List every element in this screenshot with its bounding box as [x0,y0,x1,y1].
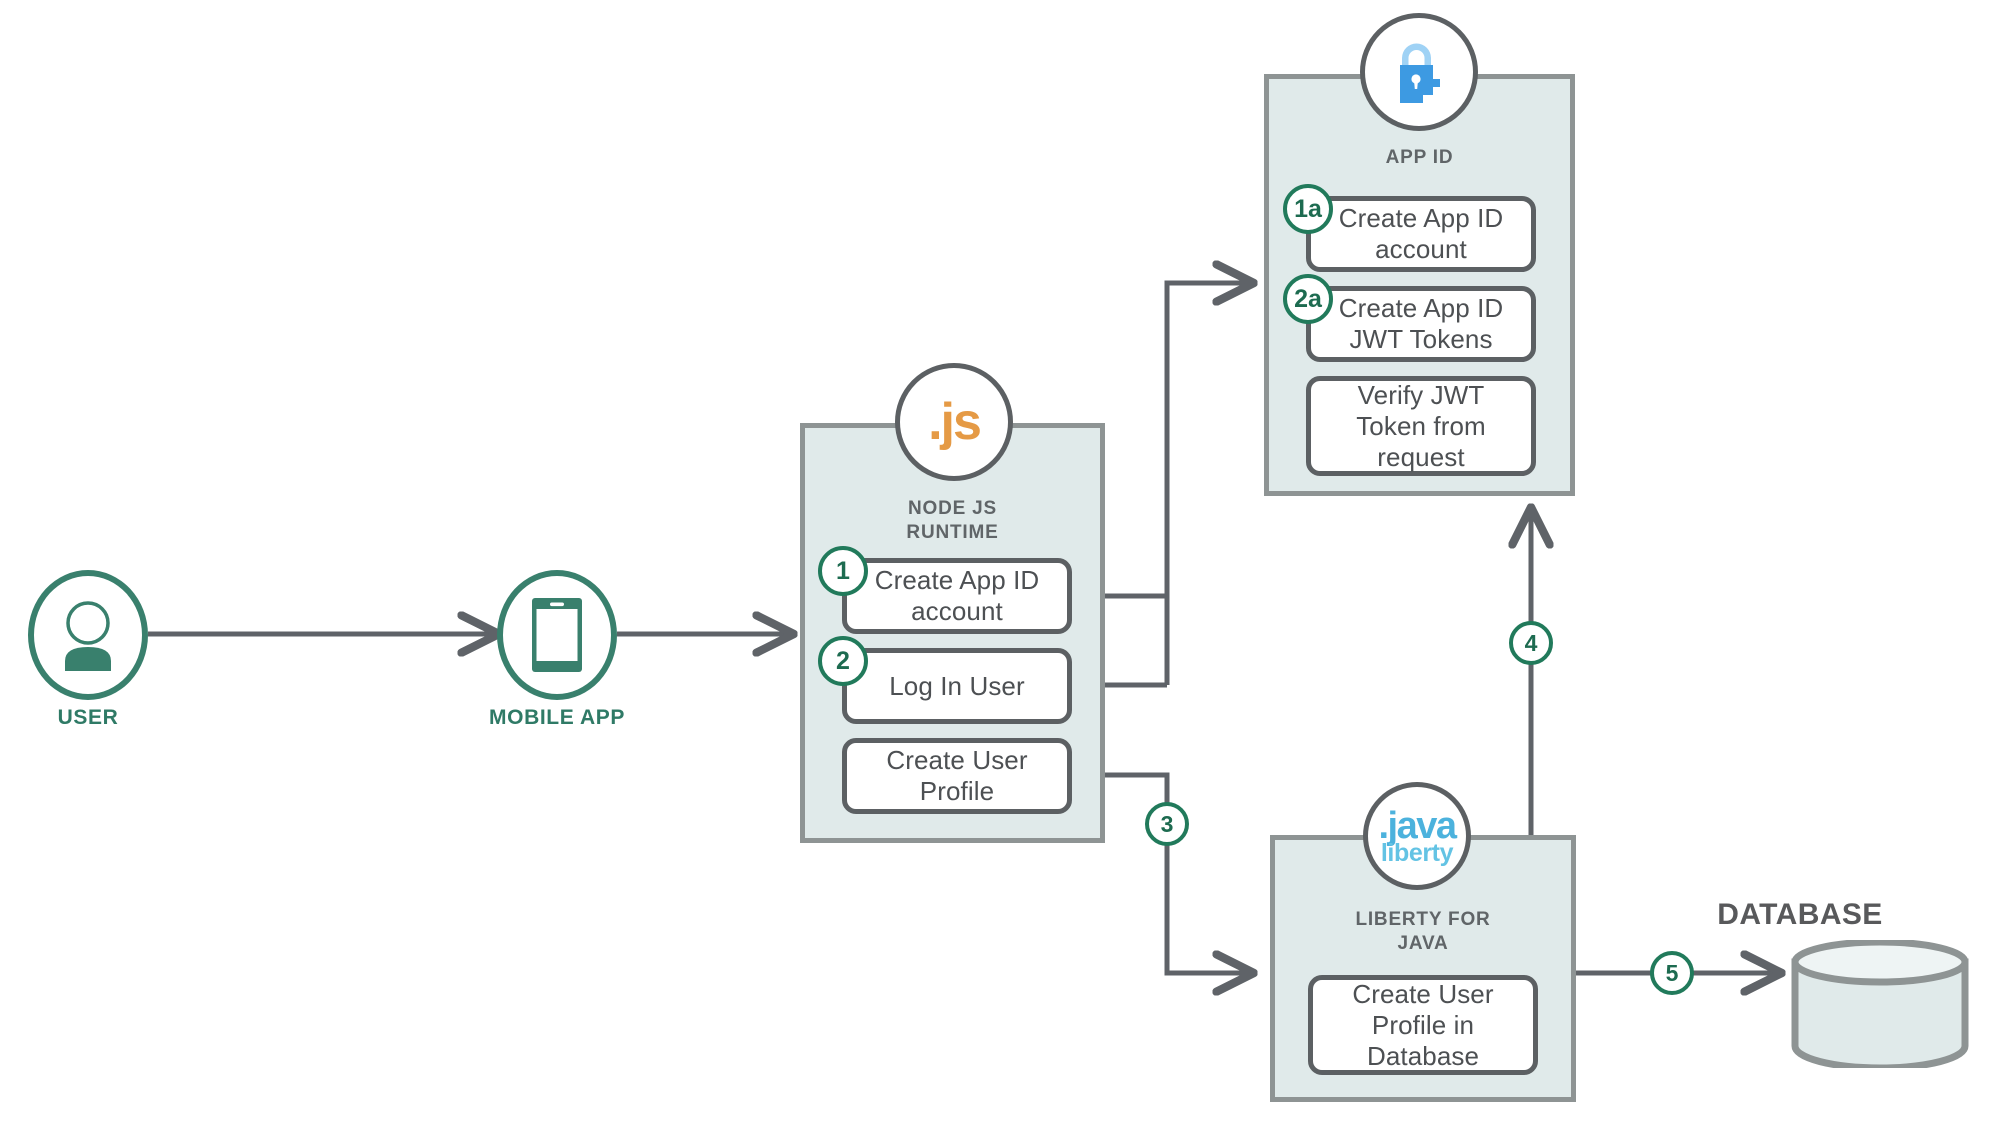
task-label-line2: Profile in [1371,1009,1475,1040]
badge-step-4: 4 [1509,621,1553,665]
badge-step-2: 2 [818,636,868,686]
actor-mobile-app-label: MOBILE APP [489,706,625,729]
task-label: Create App ID account [1339,203,1504,265]
task-label-line2: Token from [1356,410,1486,441]
panel-liberty-for-java-title: LIBERTY FOR JAVA [1270,908,1576,956]
badge-step-3: 3 [1145,802,1189,846]
panel-app-id-title: APP ID [1264,146,1575,170]
task-label-line1: Create App ID [874,565,1040,595]
badge-step-2a: 2a [1283,274,1333,324]
database-cylinder[interactable] [1790,938,1970,1072]
task-label-line3: Database [1366,1040,1480,1071]
actor-mobile-app[interactable] [497,570,617,700]
badge-step-1: 1 [818,546,868,596]
actor-user-label: USER [57,706,119,729]
task-label-line2: JWT Tokens [1349,324,1493,354]
task-label-line2: Profile [919,776,995,806]
wire-node-task3-to-liberty [1072,772,1252,973]
panel-title-line1: APP ID [1385,147,1454,168]
task-label-line1: Create User [886,745,1028,775]
task-label-line1: Create App ID [1338,203,1504,233]
database-label: DATABASE [1717,898,1883,931]
task-label-line1: Create App ID [1338,293,1504,323]
task-node-create-app-id-account[interactable]: Create App ID account [842,558,1072,634]
task-label: Create App ID account [875,565,1040,627]
actor-user[interactable] [28,570,148,700]
badge-step-5: 5 [1650,951,1694,995]
task-liberty-create-user-profile-in-database[interactable]: Create User Profile in Database [1308,975,1538,1075]
task-label: Create App ID JWT Tokens [1339,293,1504,355]
nodejs-logo-medallion: .js [895,363,1013,481]
task-label-line2: account [1375,234,1467,264]
task-node-log-in-user[interactable]: Log In User [842,648,1072,724]
panel-title-line2: RUNTIME [906,522,999,543]
task-label: Verify JWT Token from request [1356,380,1486,473]
badge-step-1a: 1a [1283,184,1333,234]
task-label-line2: account [911,596,1003,626]
task-label: Log In User [889,670,1025,701]
task-appid-create-app-id-account[interactable]: Create App ID account [1306,196,1536,272]
appid-lock-face-icon [1400,43,1440,103]
task-label: Create User Profile in Database [1352,979,1493,1072]
panel-node-js-runtime-title: NODE JS RUNTIME [800,497,1105,545]
nodejs-dot-js-icon: .js [928,393,982,451]
panel-title-line1: LIBERTY FOR [1355,909,1491,930]
task-appid-verify-jwt-token[interactable]: Verify JWT Token from request [1306,376,1536,476]
database-cylinder-icon [1791,938,1969,1072]
mobile-phone-icon [532,598,582,672]
user-avatar-icon [65,601,111,671]
wire-riser-to-appid [1164,283,1252,685]
task-label-line1: Verify JWT [1357,379,1485,410]
task-label-line3: request [1377,441,1465,472]
java-liberty-logo-medallion: .java liberty [1363,782,1471,890]
java-logo-text: .java [1378,804,1457,847]
task-label: Create User Profile [886,745,1027,807]
panel-title-line1: NODE JS [907,498,997,519]
panel-title-line2: JAVA [1397,933,1449,954]
liberty-logo-text: liberty [1380,838,1454,867]
task-appid-create-jwt-tokens[interactable]: Create App ID JWT Tokens [1306,286,1536,362]
task-label-line1: Create User [1352,978,1494,1009]
appid-logo-medallion [1360,13,1478,131]
task-node-create-user-profile[interactable]: Create User Profile [842,738,1072,814]
java-liberty-icon: .java liberty [1378,804,1457,867]
